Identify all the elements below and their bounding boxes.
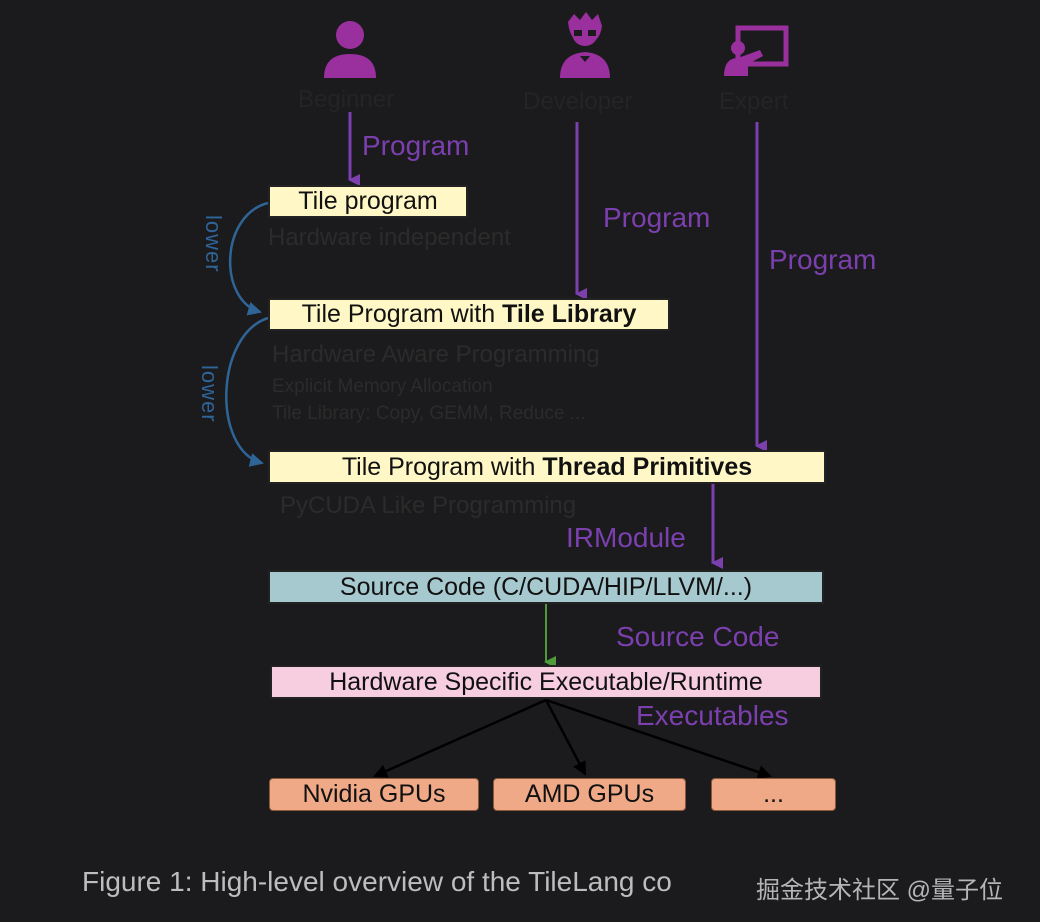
presenter-icon [724, 25, 789, 76]
note-hw-independent: Hardware independent [268, 224, 511, 251]
tile-library-box-bold: Tile Library [502, 300, 637, 328]
thread-primitives-box-bold: Thread Primitives [542, 452, 753, 481]
program-label-expert: Program [769, 244, 877, 275]
persona-beginner-label: Beginner [298, 86, 395, 113]
source-code-label: Source Code [616, 621, 780, 652]
tile-library-box-prefix: Tile Program with [301, 300, 503, 328]
thread-primitives-box-prefix: Tile Program with [341, 452, 543, 481]
lower-label-1: lower [201, 215, 226, 273]
program-label-developer: Program [603, 202, 711, 233]
runtime-box-label: Hardware Specific Executable/Runtime [329, 667, 763, 696]
note-tile-library-ops: Tile Library: Copy, GEMM, Reduce ... [272, 403, 586, 424]
note-explicit-memory: Explicit Memory Allocation [272, 376, 493, 397]
target-amd-label: AMD GPUs [524, 780, 655, 808]
target-amd-box: AMD GPUs [493, 778, 686, 811]
lower-arrow-1 [229, 201, 269, 316]
target-nvidia-label: Nvidia GPUs [302, 780, 446, 808]
runtime-box: Hardware Specific Executable/Runtime [270, 665, 822, 699]
executables-label: Executables [636, 700, 789, 731]
target-other-label: ... [763, 780, 784, 808]
target-other-box: ... [711, 778, 836, 811]
watermark: 掘金技术社区 @量子位 [756, 877, 1004, 904]
developer-icon [560, 12, 610, 78]
irmodule-label: IRModule [566, 522, 686, 553]
lower-label-2: lower [197, 365, 222, 423]
figure-caption: Figure 1: High-level overview of the Til… [82, 866, 672, 897]
source-code-box: Source Code (C/CUDA/HIP/LLVM/...) [268, 570, 824, 604]
amd-arrow [544, 699, 587, 776]
nvidia-arrow [373, 698, 547, 778]
other-arrow [545, 698, 772, 779]
note-hw-aware: Hardware Aware Programming [272, 341, 600, 368]
tile-library-box: Tile Program with Tile Library [268, 298, 670, 331]
person-icon [324, 21, 376, 78]
note-pycuda: PyCUDA Like Programming [280, 492, 577, 519]
target-nvidia-box: Nvidia GPUs [269, 778, 479, 811]
program-label-beginner: Program [362, 130, 470, 161]
lower-arrow-2 [225, 316, 269, 467]
tile-program-box: Tile program [268, 185, 468, 218]
persona-expert-label: Expert [719, 88, 789, 115]
persona-developer-label: Developer [523, 88, 633, 115]
thread-primitives-box: Tile Program with Thread Primitives [268, 450, 826, 484]
source-code-box-label: Source Code (C/CUDA/HIP/LLVM/...) [339, 572, 753, 601]
tile-program-box-label: Tile program [298, 187, 438, 215]
